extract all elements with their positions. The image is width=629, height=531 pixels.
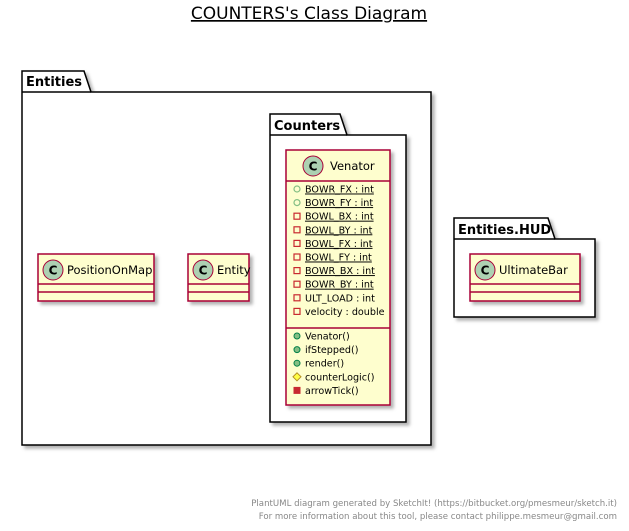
public-visibility-icon xyxy=(293,332,301,340)
private-visibility-icon xyxy=(293,253,301,261)
class-name-venator: Venator xyxy=(330,159,375,173)
field-item: BOWL_BX : int xyxy=(305,212,374,223)
diagram-title: COUNTERS's Class Diagram xyxy=(191,4,427,24)
private-visibility-icon xyxy=(293,386,301,394)
class-entity[interactable]: C Entity xyxy=(187,253,251,302)
public-visibility-icon xyxy=(293,359,301,367)
footer-line-2: For more information about this tool, pl… xyxy=(259,512,617,522)
class-position-on-map[interactable]: C PositionOnMap xyxy=(37,253,155,302)
class-stereotype-letter: C xyxy=(309,160,318,174)
private-visibility-icon xyxy=(293,226,301,234)
private-visibility-icon xyxy=(293,294,301,302)
private-visibility-icon xyxy=(293,212,301,220)
method-item: ifStepped() xyxy=(305,345,358,356)
footer-line-1: PlantUML diagram generated by SketchIt! … xyxy=(251,499,617,509)
class-name-position-on-map: PositionOnMap xyxy=(67,263,152,277)
field-item: BOWR_BY : int xyxy=(305,280,374,291)
class-name-entity: Entity xyxy=(217,263,251,277)
field-item: ULT_LOAD : int xyxy=(305,293,375,304)
package-entities-hud-label: Entities.HUD xyxy=(458,223,551,238)
field-item: velocity : double xyxy=(305,307,385,318)
public-visibility-icon xyxy=(293,185,301,193)
private-visibility-icon xyxy=(293,280,301,288)
class-stereotype-icon xyxy=(474,259,496,281)
method-item: counterLogic() xyxy=(305,372,374,383)
class-name-ultimate-bar: UltimateBar xyxy=(499,263,568,277)
class-stereotype-letter: C xyxy=(199,264,208,278)
method-item: render() xyxy=(305,359,344,370)
public-visibility-icon xyxy=(293,346,301,354)
class-stereotype-letter: C xyxy=(49,264,58,278)
package-counters-label: Counters xyxy=(274,119,340,134)
class-stereotype-icon xyxy=(192,259,214,281)
field-item: BOWL_FX : int xyxy=(305,239,373,250)
class-ultimate-bar[interactable]: C UltimateBar xyxy=(469,253,581,302)
method-item: Venator() xyxy=(305,332,350,343)
public-visibility-icon xyxy=(293,199,301,207)
method-item: arrowTick() xyxy=(305,386,359,397)
field-item: BOWL_FY : int xyxy=(305,253,372,264)
private-visibility-icon xyxy=(293,307,301,315)
package-entities-label: Entities xyxy=(26,75,82,90)
class-stereotype-letter: C xyxy=(481,264,490,278)
class-stereotype-icon xyxy=(302,155,324,177)
venator-methods: Venator() ifStepped() render() counterLogic… xyxy=(292,332,374,397)
private-visibility-icon xyxy=(293,267,301,275)
class-stereotype-icon xyxy=(42,259,64,281)
field-item: BOWL_BY : int xyxy=(305,225,373,236)
protected-visibility-icon xyxy=(292,372,302,382)
private-visibility-icon xyxy=(293,239,301,247)
field-item: BOWR_BX : int xyxy=(305,266,375,277)
field-item: BOWR_FX : int xyxy=(305,185,374,196)
field-item: BOWR_FY : int xyxy=(305,198,373,209)
